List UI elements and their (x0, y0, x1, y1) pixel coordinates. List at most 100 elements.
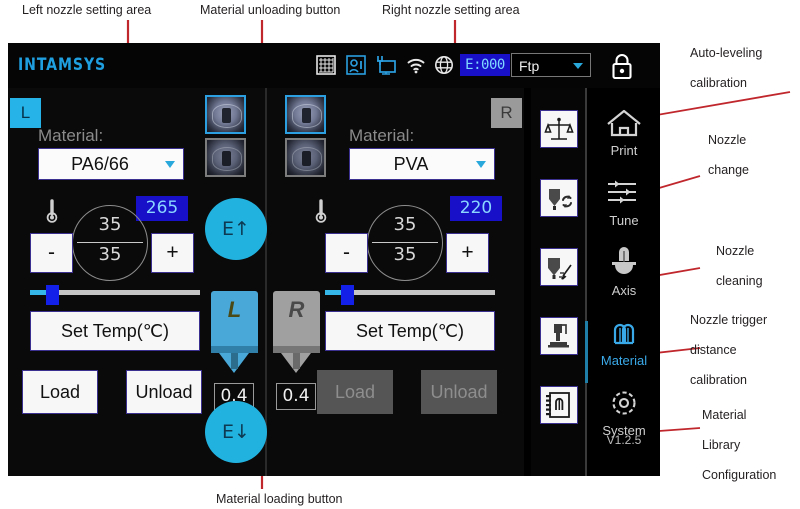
main-navigation: Print Tune Axis Material System V1. (588, 88, 660, 476)
annotation-line: Configuration (702, 468, 777, 482)
nav-material[interactable]: Material (588, 316, 660, 378)
nozzle-pin (231, 353, 238, 369)
material-library-button[interactable] (540, 386, 578, 424)
tab-left-nozzle[interactable]: L (10, 98, 41, 128)
nav-tune-label: Tune (609, 213, 639, 228)
annotation-material-library-configuration: Material Library Configuration (702, 400, 776, 490)
material-unload-button[interactable]: E↑ (205, 198, 267, 260)
nozzle-pin (293, 353, 300, 369)
brand-logo: INTAMSYS (18, 55, 107, 75)
connection-dropdown[interactable]: Ftp (511, 53, 591, 77)
left-temp-increase-button[interactable]: + (151, 233, 194, 273)
annotation-line: Library (702, 438, 741, 452)
annotation-line: Nozzle (708, 133, 747, 147)
right-nozzle-caliber: 0.4 (276, 383, 316, 410)
lock-icon[interactable] (608, 51, 636, 81)
right-set-temp-button[interactable]: Set Temp(℃) (325, 311, 495, 351)
spool-thumbnail-selected[interactable] (205, 95, 246, 134)
nozzle-change-button[interactable] (540, 179, 578, 217)
nozzle-body (211, 291, 258, 346)
slider-knob[interactable] (46, 285, 59, 305)
annotation-line: Material (702, 408, 747, 422)
nozzle-cleaning-button[interactable] (540, 248, 578, 286)
calibration-tool-column (531, 88, 586, 476)
right-temp-decrease-button[interactable]: - (325, 233, 368, 273)
right-temperature-gauge: 35 35 (367, 205, 443, 281)
nozzle-trigger-distance-button[interactable] (540, 317, 578, 355)
nozzle-band (273, 346, 320, 353)
left-set-temp-button[interactable]: Set Temp(℃) (30, 311, 200, 351)
chevron-down-icon (476, 161, 486, 168)
spool-pair-icon (588, 316, 660, 354)
left-material-value: PA6/66 (71, 154, 129, 174)
right-load-button[interactable]: Load (317, 370, 393, 414)
annotation-material-unloading-button: Material unloading button (200, 3, 341, 17)
nav-print-label: Print (610, 143, 638, 158)
left-temperature-gauge: 35 35 (72, 205, 148, 281)
wifi-icon[interactable] (405, 54, 427, 76)
globe-icon[interactable] (433, 54, 455, 76)
nav-system[interactable]: System (588, 386, 660, 448)
right-gauge-current: 35 (393, 214, 417, 235)
annotation-line: distance (690, 343, 737, 357)
left-material-label: Material: (38, 126, 104, 145)
nav-axis[interactable]: Axis (588, 246, 660, 308)
left-gauge-current: 35 (98, 214, 122, 235)
left-gauge-target: 35 (98, 244, 122, 265)
left-load-button[interactable]: Load (22, 370, 98, 414)
print-job-icon[interactable] (345, 54, 367, 76)
grid-icon[interactable] (315, 54, 337, 76)
slider-fill (30, 290, 52, 295)
printer-touchscreen: INTAMSYS E:000 Ftp L Material: (8, 43, 660, 476)
slider-track (48, 290, 200, 295)
annotation-right-nozzle-setting-area: Right nozzle setting area (382, 3, 520, 17)
left-temp-decrease-button[interactable]: - (30, 233, 73, 273)
left-material-dropdown[interactable]: PA6/66 (38, 148, 184, 180)
spool-thumbnail[interactable] (285, 138, 326, 177)
right-material-dropdown[interactable]: PVA (349, 148, 495, 180)
tab-right-nozzle[interactable]: R (491, 98, 522, 128)
annotation-nozzle-trigger-distance-calibration: Nozzle trigger distance calibration (690, 305, 767, 395)
gauge-divider (77, 242, 143, 243)
material-load-button[interactable]: E↓ (205, 401, 267, 463)
right-nozzle-panel: R Material: PVA 220 35 35 - + Set Temp(℃… (267, 88, 524, 476)
auto-leveling-button[interactable] (540, 110, 578, 148)
active-section-indicator (585, 321, 588, 383)
right-gauge-target: 35 (393, 244, 417, 265)
connection-value: Ftp (519, 58, 540, 74)
spool-thumbnail-selected[interactable] (285, 95, 326, 134)
right-material-value: PVA (393, 154, 429, 174)
slider-fill (325, 290, 347, 295)
firmware-version: V1.2.5 (606, 433, 642, 447)
slider-knob[interactable] (341, 285, 354, 305)
slider-track (343, 290, 495, 295)
left-spool-selector[interactable] (205, 95, 246, 177)
right-spool-selector[interactable] (285, 95, 326, 177)
thermometer-icon (44, 198, 60, 224)
thermometer-icon (313, 198, 329, 224)
gauge-divider (372, 242, 438, 243)
right-temp-increase-button[interactable]: + (446, 233, 489, 273)
right-nozzle-letter: R (288, 297, 305, 322)
nozzle-band (211, 346, 258, 353)
column-separator (585, 88, 587, 476)
annotation-auto-leveling-calibration: Auto-leveling calibration (690, 38, 762, 98)
spool-thumbnail[interactable] (205, 138, 246, 177)
left-nozzle-graphic[interactable]: L (211, 291, 258, 376)
right-unload-button[interactable]: Unload (421, 370, 497, 414)
network-monitor-icon[interactable] (375, 54, 397, 76)
left-unload-button[interactable]: Unload (126, 370, 202, 414)
right-temperature-slider[interactable] (325, 285, 495, 305)
home-icon (588, 106, 660, 144)
right-material-label: Material: (349, 126, 415, 145)
sliders-icon (588, 176, 660, 214)
nav-system-label: System (602, 423, 646, 438)
nav-print[interactable]: Print (588, 106, 660, 168)
annotation-material-loading-button: Material loading button (216, 492, 343, 506)
axis-icon (588, 246, 660, 284)
annotation-line: calibration (690, 76, 747, 90)
nav-axis-label: Axis (611, 283, 637, 298)
right-nozzle-graphic[interactable]: R (273, 291, 320, 376)
nav-tune[interactable]: Tune (588, 176, 660, 238)
left-temperature-slider[interactable] (30, 285, 200, 305)
